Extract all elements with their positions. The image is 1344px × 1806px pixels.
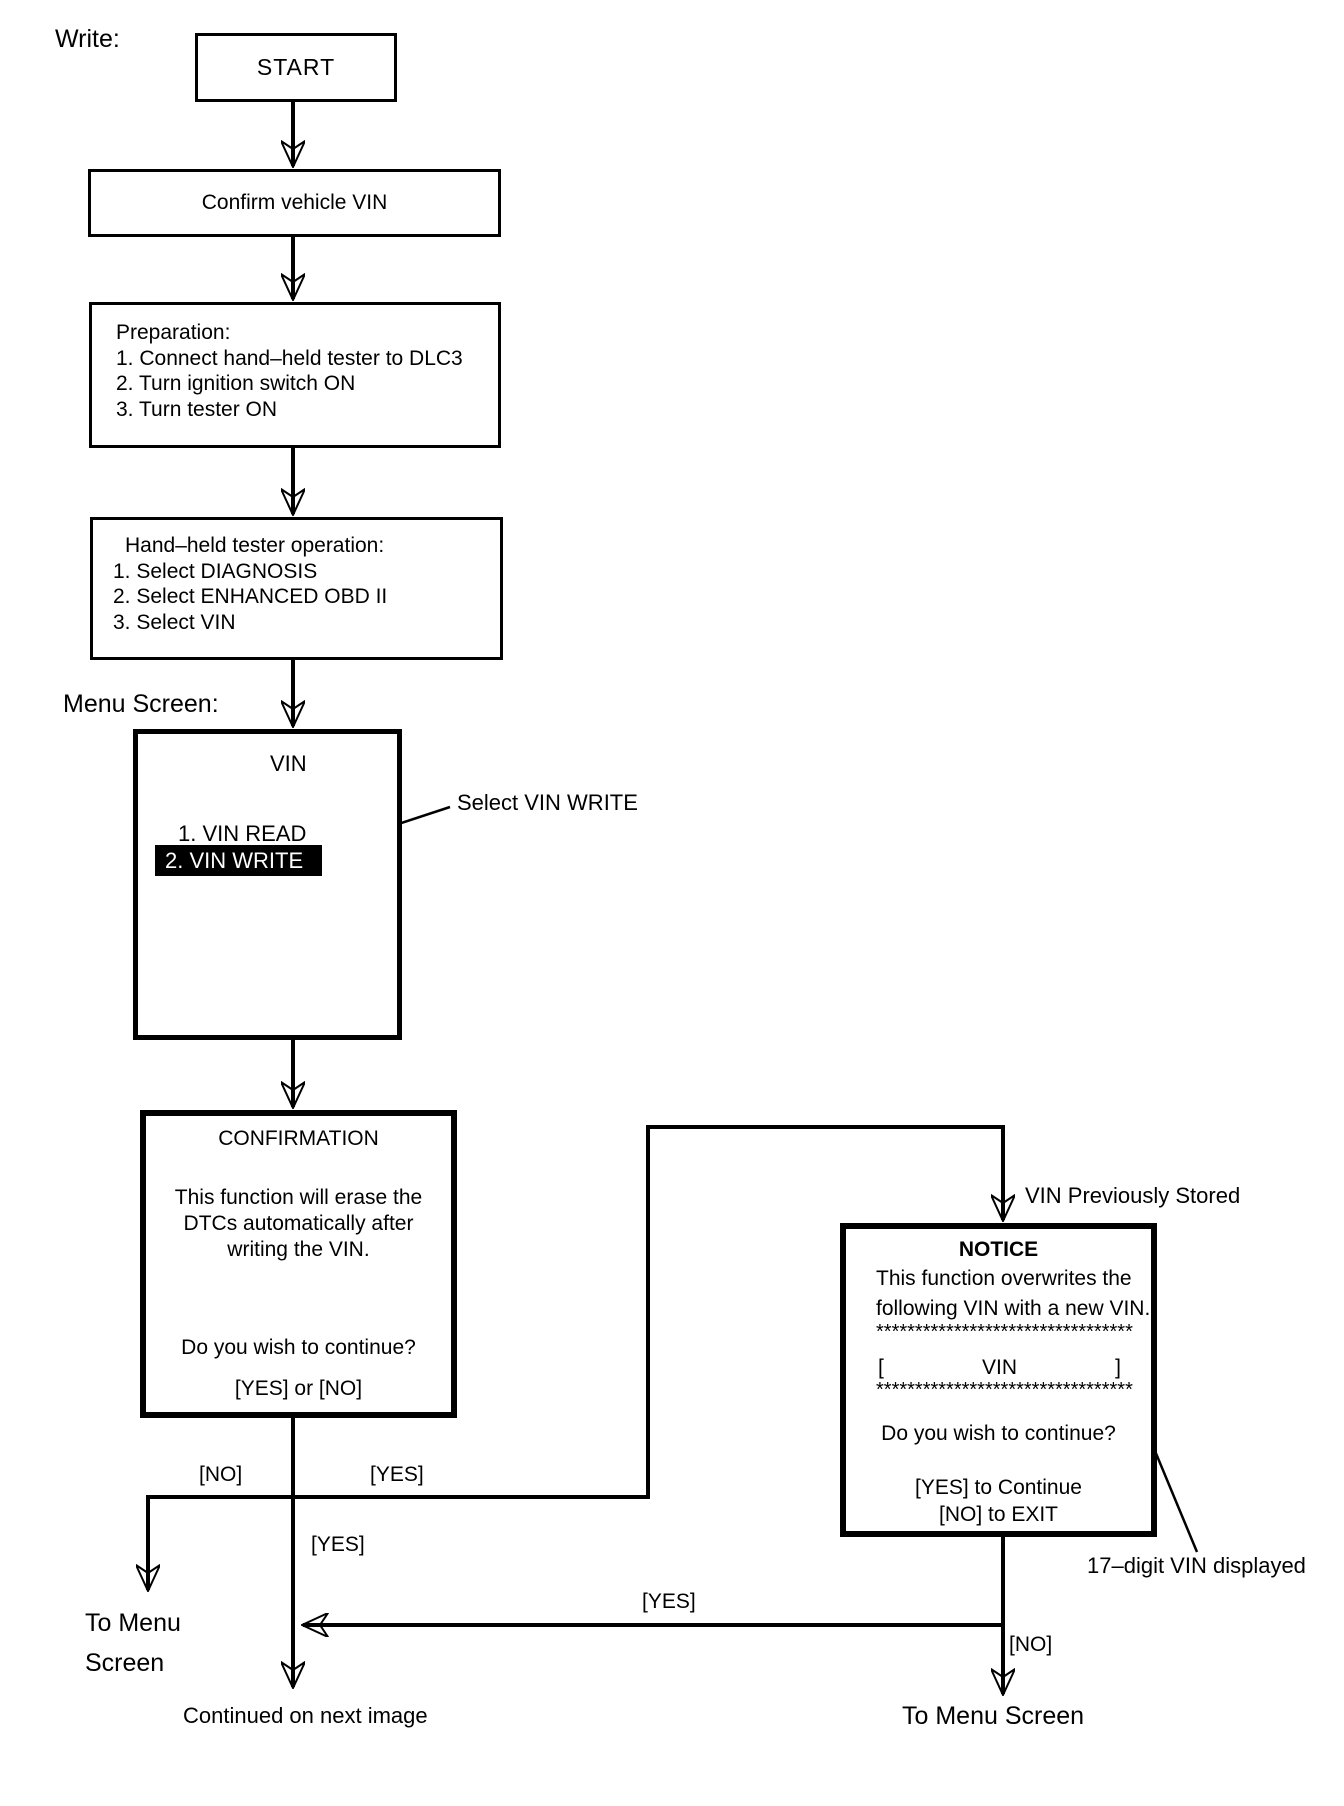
vin-field-label: VIN xyxy=(981,1356,1017,1379)
to-menu-line: To Menu xyxy=(85,1609,181,1637)
start-node: START xyxy=(195,33,397,102)
seventeen-digit-vin-annotation: 17–digit VIN displayed xyxy=(1087,1553,1306,1578)
confirmation-question: Do you wish to continue? xyxy=(181,1336,416,1359)
confirm-vin-label: Confirm vehicle VIN xyxy=(201,191,388,214)
menu-item-vin-write-label: 2. VIN WRITE xyxy=(165,847,304,873)
notice-body-line: This function overwrites the xyxy=(876,1267,1132,1290)
vin-previously-stored-label: VIN Previously Stored xyxy=(1025,1183,1241,1208)
preparation-step: 2. Turn ignition switch ON xyxy=(116,372,356,395)
select-vin-write-annotation: Select VIN WRITE xyxy=(457,790,638,815)
tester-operation-step: 1. Select DIAGNOSIS xyxy=(113,559,318,583)
confirmation-screen: CONFIRMATION This function will erase th… xyxy=(140,1110,457,1418)
confirmation-body: This function will erase the DTCs automa… xyxy=(146,1185,451,1263)
notice-vin-display-field: [ VIN ] xyxy=(878,1356,1121,1380)
vin-bracket-open: [ xyxy=(878,1356,884,1379)
branch-label-no: [NO] xyxy=(199,1463,243,1486)
confirm-vin-node: Confirm vehicle VIN xyxy=(88,169,501,237)
preparation-title: Preparation: xyxy=(116,321,231,344)
tester-operation-node: Hand–held tester operation: 1. Select DI… xyxy=(90,517,503,660)
notice-title: NOTICE xyxy=(958,1238,1039,1261)
confirmation-options: [YES] or [NO] xyxy=(234,1377,363,1400)
preparation-node: Preparation: 1. Connect hand–held tester… xyxy=(89,302,501,448)
to-menu-screen-left-label: To Menu Screen xyxy=(85,1603,181,1683)
branch-label-yes: [YES] xyxy=(370,1463,424,1486)
write-section-label: Write: xyxy=(55,25,120,53)
menu-item-vin-write-selected[interactable]: 2. VIN WRITE xyxy=(155,845,322,876)
start-label: START xyxy=(256,54,336,80)
confirmation-title: CONFIRMATION xyxy=(218,1127,379,1150)
confirmation-body-line: This function will erase the xyxy=(174,1186,423,1209)
notice-separator-stars: ********************************* xyxy=(876,1321,1133,1343)
notice-yes-option: [YES] to Continue xyxy=(915,1476,1082,1499)
menu-screen-label: Menu Screen: xyxy=(63,690,219,718)
notice-separator-stars: ********************************* xyxy=(876,1379,1133,1401)
menu-item-vin-read[interactable]: 1. VIN READ xyxy=(178,821,307,846)
notice-no-option: [NO] to EXIT xyxy=(938,1503,1059,1526)
vin-menu-screen: VIN 1. VIN READ 2. VIN WRITE xyxy=(133,729,402,1040)
branch-label-yes-center: [YES] xyxy=(311,1533,365,1556)
tester-operation-step: 2. Select ENHANCED OBD II xyxy=(113,585,388,608)
tester-operation-step: 3. Select VIN xyxy=(113,610,236,634)
branch-label-yes-return: [YES] xyxy=(642,1590,696,1613)
confirmation-body-line: DTCs automatically after xyxy=(183,1212,414,1235)
to-menu-line: Screen xyxy=(85,1649,165,1677)
branch-label-no-notice: [NO] xyxy=(1009,1633,1053,1656)
vin-menu-title: VIN xyxy=(270,751,307,776)
tester-operation-title: Hand–held tester operation: xyxy=(125,534,385,557)
notice-question: Do you wish to continue? xyxy=(881,1422,1116,1445)
notice-screen: NOTICE This function overwrites the foll… xyxy=(840,1223,1157,1537)
preparation-step: 3. Turn tester ON xyxy=(116,397,278,421)
continued-next-image-label: Continued on next image xyxy=(183,1703,428,1728)
to-menu-screen-right-label: To Menu Screen xyxy=(902,1702,1085,1730)
notice-body-line: following VIN with a new VIN. xyxy=(876,1297,1151,1320)
confirmation-body-line: writing the VIN. xyxy=(227,1238,370,1261)
preparation-step: 1. Connect hand–held tester to DLC3 xyxy=(116,346,463,370)
vin-bracket-close: ] xyxy=(1115,1356,1121,1379)
